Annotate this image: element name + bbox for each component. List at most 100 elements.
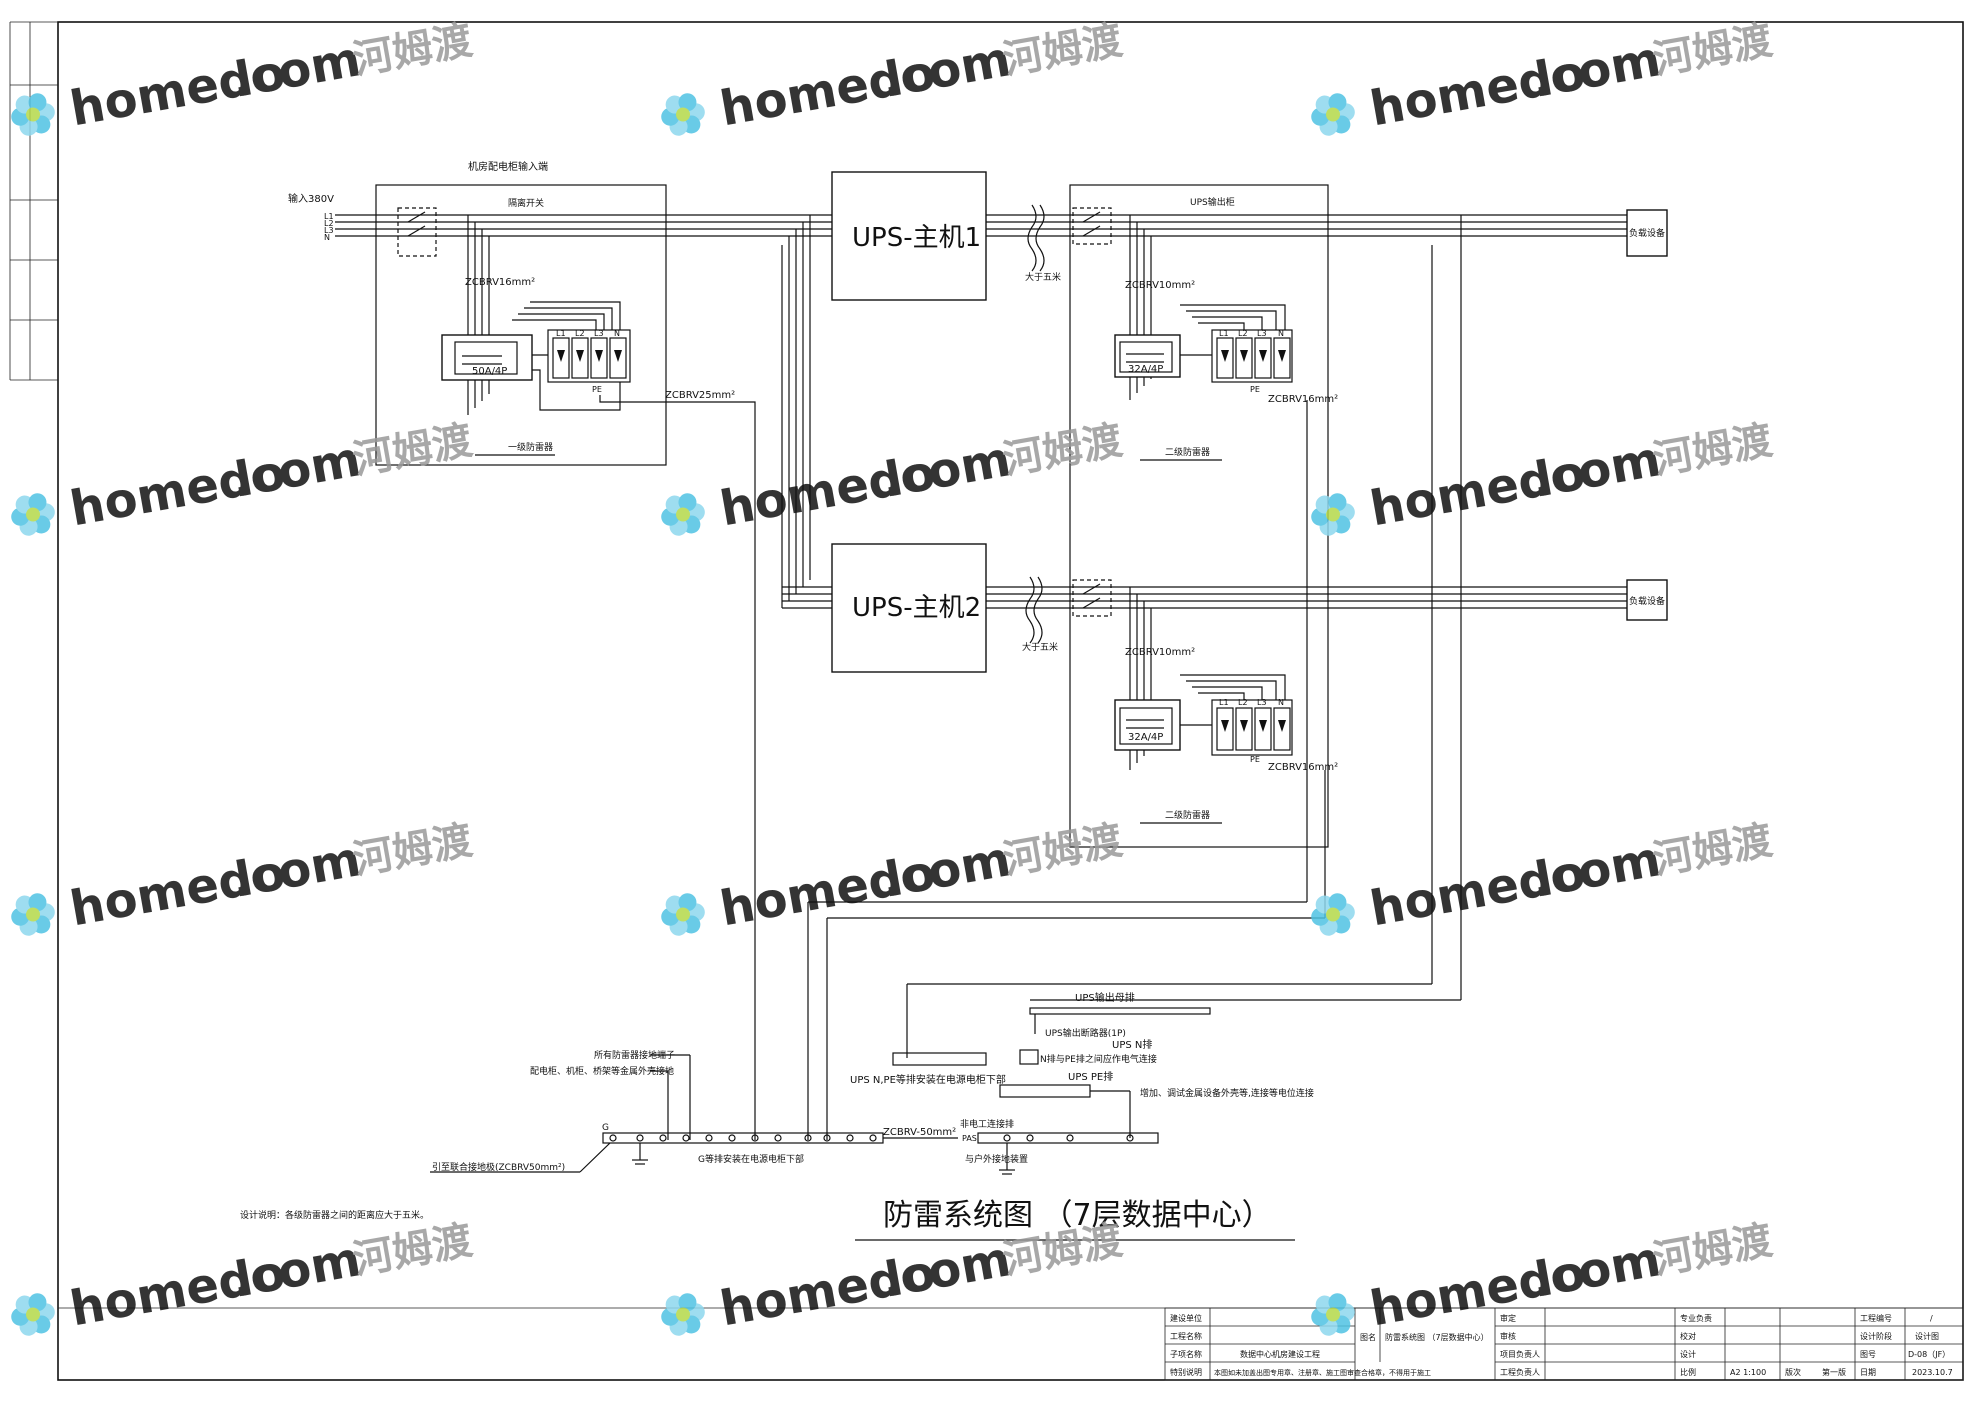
watermark-domain: .com [877,1231,1014,1309]
spd1-breaker-rating: 50A/4P [472,366,507,377]
watermark-cn: 河姆渡 [350,18,476,84]
spd3-terminal-l2: L2 [1238,698,1248,707]
tb-drawing-name: 防雷系统图 （7层数据中心） [1385,1332,1489,1342]
spd1-pe-label: PE [592,385,602,394]
tb-subproject: 数据中心机房建设工程 [1240,1349,1320,1359]
spd2-terminal-l1: L1 [1219,329,1229,338]
spd3-terminal-n: N [1278,698,1284,707]
tb-right-value-3: 2023.10.7 [1912,1368,1953,1377]
g-bar-terminals [609,1134,877,1142]
watermark-domain: .com [1527,31,1664,109]
watermark-cn: 河姆渡 [1650,18,1776,84]
spd1-terminal-l1: L1 [556,329,566,338]
spd1-name: 一级防雷器 [508,441,553,453]
spd3-cable-pe: ZCBRV16mm² [1268,762,1338,773]
load2-label: 负载设备 [1629,595,1665,607]
ground-system: UPS输出母排 UPS输出断路器(1P) UPS N排 N排与PE排之间应作电气… [240,991,1314,1221]
watermark-cn: 河姆渡 [1650,418,1776,484]
flower-icon [661,93,705,136]
flower-icon [11,93,55,136]
ups-output-cabinet: UPS输出柜 [1069,184,1329,848]
ups-pe-bar-label: UPS PE排 [1068,1070,1113,1083]
tb-role2-3: 比例 [1680,1367,1696,1377]
watermark-domain: .com [227,831,364,909]
input-voltage-label: 输入380V [288,192,334,205]
n-bond-note: N排与PE排之间应作电气连接 [1040,1053,1157,1065]
flower-icon [661,493,705,536]
spd2-cable-pe: ZCBRV16mm² [1268,394,1338,405]
isolator-switch [397,207,437,257]
flower-icon [1311,493,1355,536]
gap1-label: 大于五米 [1025,271,1061,283]
bottom-note: 设计说明：各级防雷器之间的距离应大于五米。 [240,1209,429,1221]
left-binding-strip [9,21,58,381]
watermark-domain: .com [227,31,364,109]
tb-version-label: 版次 [1785,1367,1801,1377]
flower-icon [11,493,55,536]
bus-ups1 [335,204,1627,272]
spd1-cable-pe: ZCBRV25mm² [665,390,735,401]
spd3-terminal-l1: L1 [1219,698,1229,707]
flower-icon [1311,1293,1355,1336]
title-block: 建设单位 工程名称 子项名称 数据中心机房建设工程 特别说明 本图如未加盖出图专… [58,1307,1964,1381]
tb-right-value-1: 设计图 [1915,1331,1939,1341]
other-note: 增加、调试金属设备外壳等,连接等电位连接 [1140,1087,1314,1099]
watermark-domain: .com [227,431,364,509]
ups-out-bar-label: UPS输出母排 [1075,991,1135,1004]
spd2-name: 二级防雷器 [1165,446,1210,458]
spd2-terminal-n: N [1278,329,1284,338]
tb-role2-1: 校对 [1680,1331,1696,1341]
tb-role-2: 项目负责人 [1500,1349,1540,1359]
tb-right-label-1: 设计阶段 [1860,1331,1892,1341]
load-equipment-2: 负载设备 [1626,579,1668,621]
spd2-terminal-l3: L3 [1257,329,1267,338]
spd1-terminal-l3: L3 [594,329,604,338]
ups-n-bar-label: UPS N排 [1112,1038,1152,1051]
watermark-domain: .com [1527,1231,1664,1309]
pas-label: PAS [962,1134,977,1143]
ups-out-title: UPS输出柜 [1190,196,1235,208]
watermark-domain: .com [227,1231,364,1309]
tb-version: 第一版 [1822,1367,1846,1377]
phase-label-l2: L2 [324,219,334,228]
watermark-cn: 河姆渡 [350,418,476,484]
spd3: ZCBRV10mm² 32A/4P L1 L2 L3 N PE ZCBRV16m… [1114,587,1338,824]
watermark-domain: .com [877,431,1014,509]
phase-label-l3: L3 [324,226,334,235]
gap2-label: 大于五米 [1022,641,1058,653]
flower-icon [661,893,705,936]
tb-role-0: 审定 [1500,1313,1516,1323]
ground-conductors [807,215,1462,1140]
watermark-cn: 河姆渡 [1000,18,1126,84]
trunk-note: 引至联合接地极(ZCBRV50mm²) [432,1161,565,1173]
input-cabinet: 机房配电柜输入端 隔离开关 ZCBRV16mm² 50A/4P L1 L2 [375,160,756,1140]
spd2: ZCBRV10mm² 32A/4P L1 L2 L3 N PE ZCBRV16m… [1114,215,1338,461]
tb-role2-2: 设计 [1680,1349,1696,1359]
watermark-cn: 河姆渡 [1000,818,1126,884]
spd3-name: 二级防雷器 [1165,809,1210,821]
tb-label-3: 特别说明 [1170,1367,1202,1377]
spd3-cable-in: ZCBRV10mm² [1125,647,1195,658]
tb-label-0: 建设单位 [1170,1313,1202,1323]
spd-term-note: 所有防雷器接地端子 [594,1049,675,1061]
mains-note: 非电工连接排 [960,1118,1014,1130]
spd3-breaker-rating: 32A/4P [1128,732,1163,743]
spd3-terminal-l3: L3 [1257,698,1267,707]
load1-label: 负载设备 [1629,227,1665,239]
flower-icon [1311,893,1355,936]
spd2-pe-label: PE [1250,385,1260,394]
g-bar-label: G [602,1123,609,1133]
tb-role-1: 审核 [1500,1331,1516,1341]
ups2-label: UPS-主机2 [852,593,981,623]
phase-label-l1: L1 [324,212,334,221]
ups2-box: UPS-主机2 [831,543,987,673]
watermark-domain: .com [1527,431,1664,509]
flower-icon [1311,93,1355,136]
